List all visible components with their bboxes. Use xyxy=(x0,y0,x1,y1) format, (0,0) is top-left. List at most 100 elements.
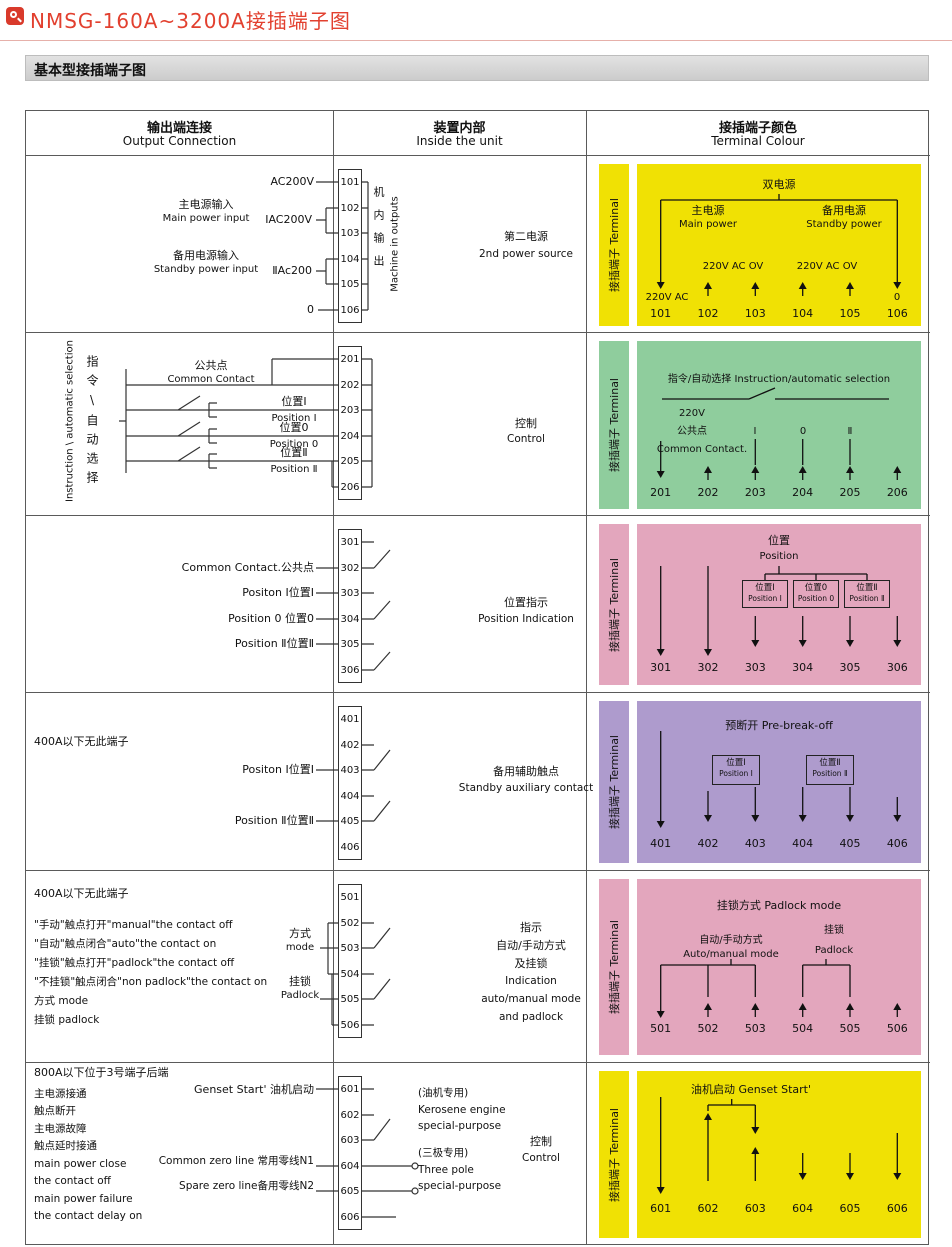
terminal-number: 306 xyxy=(886,661,908,674)
terminal-number: 301 xyxy=(650,661,672,674)
desc-contact-off-zh: 触点断开 xyxy=(34,1105,76,1117)
desc-kerosene-2: Kerosene engine xyxy=(418,1104,506,1116)
label-position0: Position 0 位置0 xyxy=(228,612,314,625)
label-standby-power-input-zh: 备用电源输入 xyxy=(173,249,239,262)
position2-box: 位置Ⅱ Position Ⅱ xyxy=(844,580,890,608)
terminal-number: 203 xyxy=(340,405,360,416)
desc-delay-on-en: the contact delay on xyxy=(34,1210,143,1222)
terminal-number: 504 xyxy=(792,1022,814,1035)
desc-control-en: Control xyxy=(522,1152,560,1164)
terminal-numbers-row: 401 402 403 404 405 406 xyxy=(637,838,921,850)
terminal-number: 201 xyxy=(340,354,360,365)
position1-box: 位置Ⅰ Position Ⅰ xyxy=(742,580,788,608)
table-row-201: Instruction \ automatic selection 指令\自动选… xyxy=(26,333,930,516)
section-title: 基本型接插端子图 xyxy=(34,63,146,79)
terminal-number: 202 xyxy=(697,486,719,499)
position1-box-zh: 位置Ⅰ xyxy=(755,583,775,593)
position1-box-zh: 位置Ⅰ xyxy=(726,758,746,768)
desc-contact-off-en: the contact off xyxy=(34,1175,111,1187)
position0-box: 位置0 Position 0 xyxy=(793,580,839,608)
terminal-number: 304 xyxy=(792,661,814,674)
page-icon xyxy=(6,7,24,25)
block-title: 油机启动 Genset Start' xyxy=(691,1083,811,1096)
machine-output-vertical-zh: 机内输出 xyxy=(372,186,385,278)
terminal-number: 503 xyxy=(744,1022,766,1035)
terminal-strip: 接插端子 Terminal xyxy=(599,524,629,685)
header-output-connection-zh: 输出端连接 xyxy=(146,121,212,136)
block-mode-zh: 自动/手动方式 xyxy=(699,935,763,946)
terminal-number: 303 xyxy=(744,661,766,674)
label-ac200v: AC200V xyxy=(270,175,314,188)
block-title: 挂锁方式 Padlock mode xyxy=(716,899,842,912)
terminal-numbers-row: 301 302 303 304 305 306 xyxy=(637,662,921,674)
terminal-number: 604 xyxy=(340,1161,360,1172)
arrow-heads xyxy=(656,466,902,478)
desc-threepole-3: special-purpose xyxy=(418,1180,502,1192)
terminal-number: 202 xyxy=(340,380,360,391)
block-main-power-en: Main power xyxy=(679,219,737,230)
terminal-strip: 接插端子 Terminal xyxy=(599,164,629,326)
title-divider xyxy=(0,40,952,41)
desc-position-indication-en: Position Indication xyxy=(478,613,574,625)
terminal-box: 201 202 203 204 205 206 xyxy=(338,346,362,500)
terminal-colour-block: 指令/自动选择 Instruction/automatic selection … xyxy=(637,341,921,509)
desc-2nd-power-zh: 第二电源 xyxy=(504,230,548,243)
label-position2-en: Position Ⅱ xyxy=(270,464,318,475)
terminal-number: 104 xyxy=(792,307,814,320)
terminal-box: 401 402 403 404 405 406 xyxy=(338,706,362,860)
desc-mode: 方式 mode xyxy=(34,995,89,1007)
terminal-strip-label: 接插端子 Terminal xyxy=(608,557,621,652)
position2-box-zh: 位置Ⅱ xyxy=(819,758,841,768)
block-zero: 0 xyxy=(893,292,901,303)
block-position-zh: 位置 xyxy=(768,534,790,547)
connector-circle xyxy=(411,1187,419,1195)
terminal-number: 403 xyxy=(744,837,766,850)
block-main-power-zh: 主电源 xyxy=(691,204,725,217)
terminal-colour-block: 油机启动 Genset Start' 601 602 603 604 605 6… xyxy=(637,1071,921,1238)
wiring-diagram xyxy=(320,922,391,1026)
desc-auto-on: "自动"触点闭合"auto"the contact on xyxy=(34,938,217,950)
label-common-contact: Common Contact.公共点 xyxy=(181,561,314,574)
terminal-number: 201 xyxy=(650,486,672,499)
label-position0-en: Position 0 xyxy=(269,439,319,450)
desc-main-failure-en: main power failure xyxy=(34,1193,133,1205)
terminal-number: 406 xyxy=(340,842,360,853)
label-main-voltage: ⅠAC200V xyxy=(265,213,312,226)
instruction-selection-vertical-zh: 指令\自动选择 xyxy=(85,355,99,490)
terminal-number: 106 xyxy=(886,307,908,320)
desc-main-failure-zh: 主电源故障 xyxy=(34,1123,87,1135)
desc-indication-3: 及挂锁 xyxy=(514,957,548,970)
terminal-box: 601 602 603 604 605 606 xyxy=(338,1076,362,1230)
block-standby-power-en: Standby power xyxy=(806,219,882,230)
terminal-number: 102 xyxy=(340,203,360,214)
table-row-301: Common Contact.公共点 Positon Ⅰ位置Ⅰ Position… xyxy=(26,516,930,693)
label-standby-power-input-en: Standby power input xyxy=(153,264,259,275)
label-genset-start: Genset Start' 油机启动 xyxy=(194,1083,314,1096)
position0-box-en: Position 0 xyxy=(797,594,835,603)
wiring-diagram xyxy=(316,744,391,822)
arrow-heads xyxy=(656,1003,902,1018)
desc-indication-4: Indication xyxy=(505,975,557,987)
wiring-diagram xyxy=(316,541,391,671)
terminal-number: 402 xyxy=(697,837,719,850)
position1-box: 位置Ⅰ Position Ⅰ xyxy=(712,755,760,785)
note-400a: 400A以下无此端子 xyxy=(34,735,129,748)
terminal-number: 506 xyxy=(886,1022,908,1035)
machine-output-vertical-en: Machine in outputs xyxy=(389,196,401,292)
terminal-number: 105 xyxy=(340,279,360,290)
arrows-diagram xyxy=(656,731,902,828)
desc-kerosene-1: (油机专用) xyxy=(418,1087,469,1099)
header-terminal-colour-en: Terminal Colour xyxy=(711,134,805,148)
block-220v: 220V xyxy=(679,408,705,419)
label-mode-zh: 方式 xyxy=(289,927,311,940)
arrows-diagram xyxy=(656,1097,902,1194)
block-position-en: Position xyxy=(759,551,799,562)
terminal-colour-block: 双电源 主电源 Main power 备用电源 Standby power 22… xyxy=(637,164,921,326)
label-common-zero-line: Common zero line 常用零线N1 xyxy=(158,1155,314,1167)
terminal-box: 501 502 503 504 505 506 xyxy=(338,884,362,1038)
wiring-diagram xyxy=(119,358,373,488)
block-lock-zh: 挂锁 xyxy=(824,925,844,936)
header-inside-unit-zh: 装置内部 xyxy=(433,121,486,136)
terminal-number: 405 xyxy=(340,816,360,827)
header-terminal-colour-zh: 接插端子颜色 xyxy=(718,121,797,136)
